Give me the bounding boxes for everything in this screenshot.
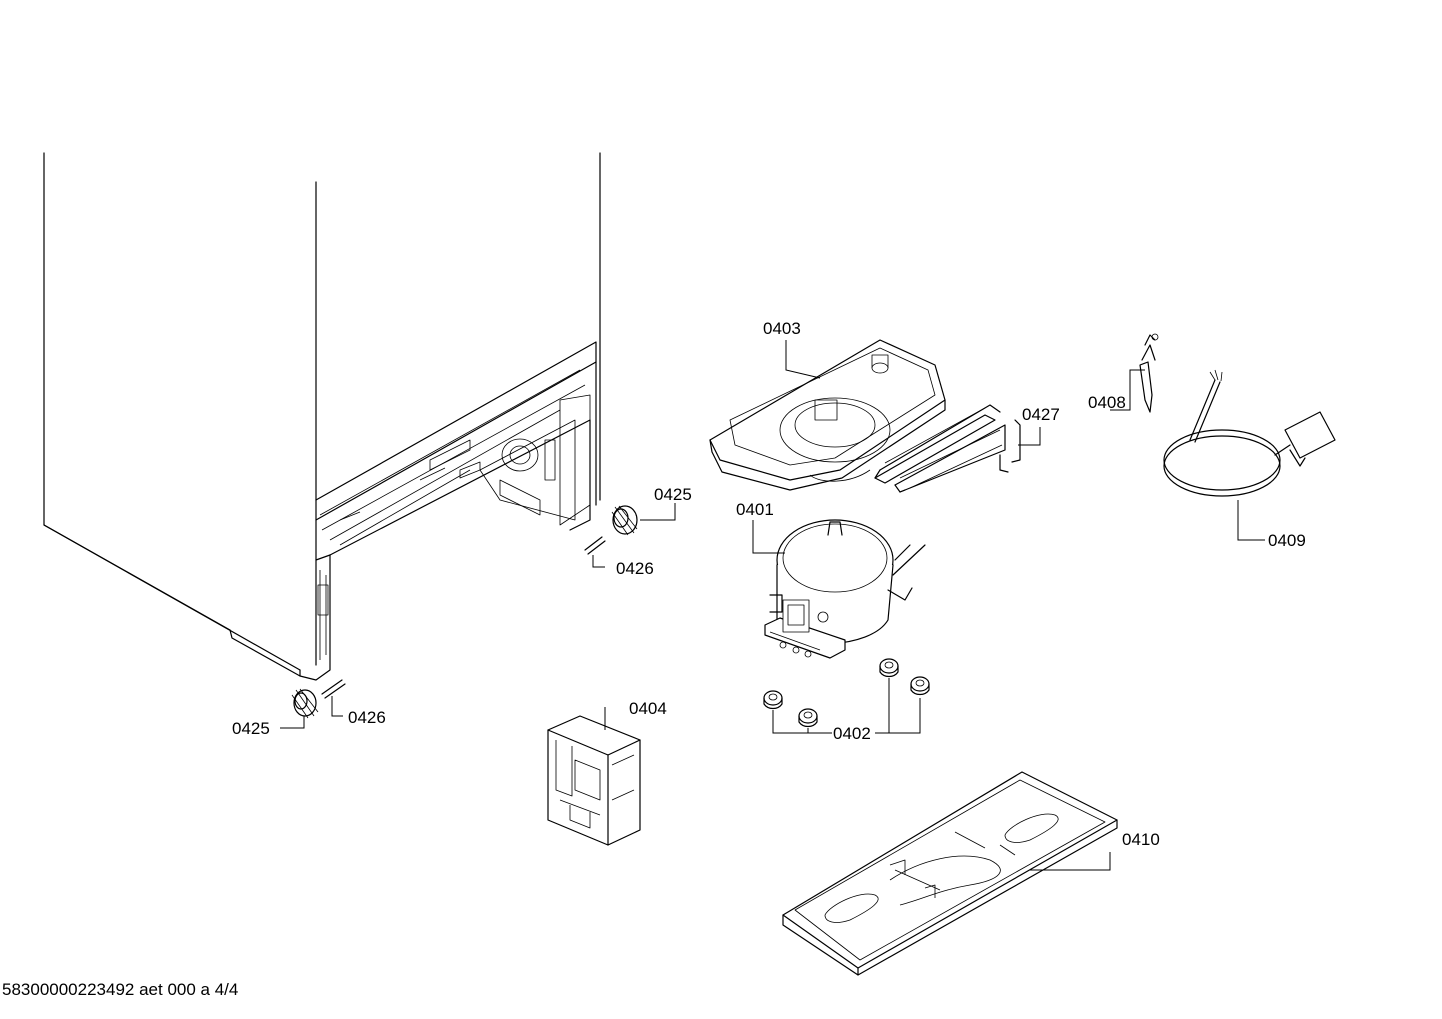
label-0426-lower: 0426 [348, 708, 386, 727]
pin-upper [584, 536, 606, 555]
label-0410: 0410 [1122, 830, 1160, 849]
drawing-footer-id: 58300000223492 aet 000 a 4/4 [2, 980, 239, 999]
compressor-tray [709, 339, 946, 491]
rubber-grommets [763, 658, 930, 728]
leader-lines [280, 340, 1265, 871]
label-0425-lower: 0425 [232, 719, 270, 738]
label-0408: 0408 [1088, 393, 1126, 412]
label-0403: 0403 [763, 319, 801, 338]
adjustable-foot-lower [291, 688, 319, 719]
part-labels: 0403 0427 0408 0409 0401 0425 0426 0425 … [232, 319, 1306, 849]
base-plate [782, 771, 1118, 976]
label-0404: 0404 [629, 699, 667, 718]
label-0409: 0409 [1268, 531, 1306, 550]
adjustable-foot-upper [611, 505, 638, 536]
label-0402: 0402 [833, 724, 871, 743]
label-0425-upper: 0425 [654, 485, 692, 504]
temperature-sensor [1139, 333, 1159, 413]
power-cord [1163, 369, 1336, 497]
condenser-coil [874, 404, 1021, 493]
electronics-module [547, 715, 641, 846]
fridge-cabinet [43, 152, 601, 681]
compressor [764, 519, 926, 659]
label-0427: 0427 [1022, 405, 1060, 424]
label-0426-upper: 0426 [616, 559, 654, 578]
pin-lower [321, 679, 346, 699]
label-0401: 0401 [736, 500, 774, 519]
